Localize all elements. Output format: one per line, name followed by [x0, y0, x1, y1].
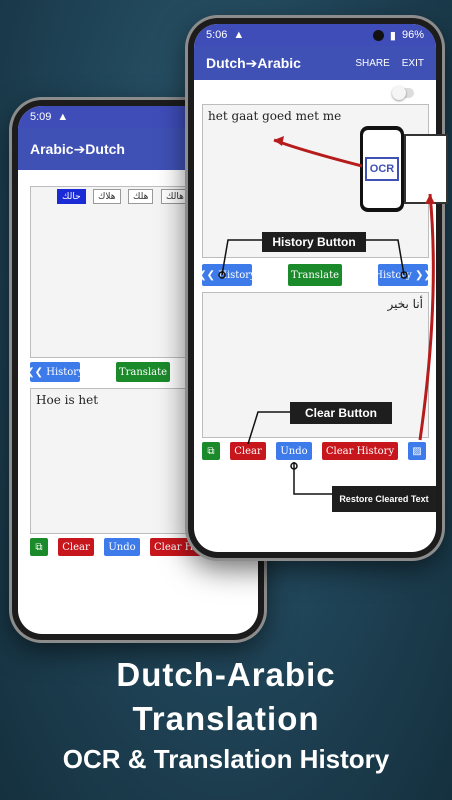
clear-button-callout: Clear Button	[290, 402, 392, 424]
back-undo-button[interactable]: Undo	[104, 538, 140, 556]
front-copy-button[interactable]: ⧉	[202, 442, 220, 460]
headline-line-1: Dutch-Arabic	[116, 656, 336, 693]
chevron-right-icon: ❯❯	[414, 269, 432, 281]
suggestion-chip[interactable]: هالك	[161, 189, 189, 204]
image-icon: ▨	[412, 445, 422, 457]
suggestion-chip[interactable]: هلك	[128, 189, 154, 204]
document-icon	[404, 134, 448, 204]
ocr-mini-screen: OCR	[363, 130, 401, 208]
history-label: History	[46, 366, 84, 378]
front-status-bar: 5:06 ▲ ▮ 96%	[194, 24, 436, 46]
history-label: History	[218, 269, 256, 281]
toggle-knob	[392, 86, 406, 100]
ocr-toggle[interactable]	[392, 86, 414, 100]
headline-line-2: Translation	[132, 700, 320, 737]
front-undo-button[interactable]: Undo	[276, 442, 312, 460]
copy-icon: ⧉	[35, 541, 43, 553]
headline-line-3: OCR & Translation History	[62, 744, 390, 774]
battery-text: 96%	[401, 29, 424, 41]
ocr-badge: OCR	[364, 157, 400, 181]
front-app-bar: Dutch➔Arabic SHARE EXIT	[194, 46, 436, 80]
front-app-title: Dutch➔Arabic	[206, 54, 301, 71]
front-history-button-left[interactable]: ❮❮ History	[198, 264, 256, 286]
notification-icon: ▲	[57, 111, 69, 123]
chevron-left-icon: ❮❮	[198, 269, 216, 281]
back-history-button[interactable]: ❮❮ History	[26, 362, 84, 382]
back-app-title: Arabic➔Dutch	[30, 140, 125, 157]
restore-cleared-text-callout: Restore Cleared Text	[332, 486, 436, 512]
suggestion-chip[interactable]: حالك	[57, 189, 86, 204]
front-phone-screen: 5:06 ▲ ▮ 96% Dutch➔Arabic SHARE EXIT het…	[194, 24, 436, 552]
front-image-button[interactable]: ▨	[408, 442, 426, 460]
signal-icon: ▮	[389, 29, 396, 42]
front-clear-history-button[interactable]: Clear History	[322, 442, 398, 460]
copy-icon: ⧉	[207, 445, 215, 457]
back-copy-button[interactable]: ⧉	[30, 538, 48, 556]
share-button[interactable]: SHARE	[355, 57, 390, 69]
chevron-left-icon: ❮❮	[26, 366, 44, 378]
front-status-time: 5:06	[206, 29, 228, 41]
camera-icon	[372, 29, 384, 41]
front-history-button-right[interactable]: History ❯❯	[374, 264, 432, 286]
front-output-text: أنا بخير	[387, 297, 423, 311]
back-status-time: 5:09	[30, 111, 52, 123]
front-phone: 5:06 ▲ ▮ 96% Dutch➔Arabic SHARE EXIT het…	[188, 18, 442, 558]
back-translate-button[interactable]: Translate	[116, 362, 170, 382]
history-label: History	[374, 269, 412, 281]
front-translate-button[interactable]: Translate	[288, 264, 342, 286]
front-clear-button[interactable]: Clear	[230, 442, 266, 460]
suggestion-chip[interactable]: هلاك	[93, 189, 121, 204]
back-clear-button[interactable]: Clear	[58, 538, 94, 556]
ocr-mini-phone: OCR	[360, 126, 404, 212]
history-button-callout: History Button	[262, 232, 366, 252]
exit-button[interactable]: EXIT	[401, 57, 424, 69]
notification-icon: ▲	[233, 29, 245, 41]
